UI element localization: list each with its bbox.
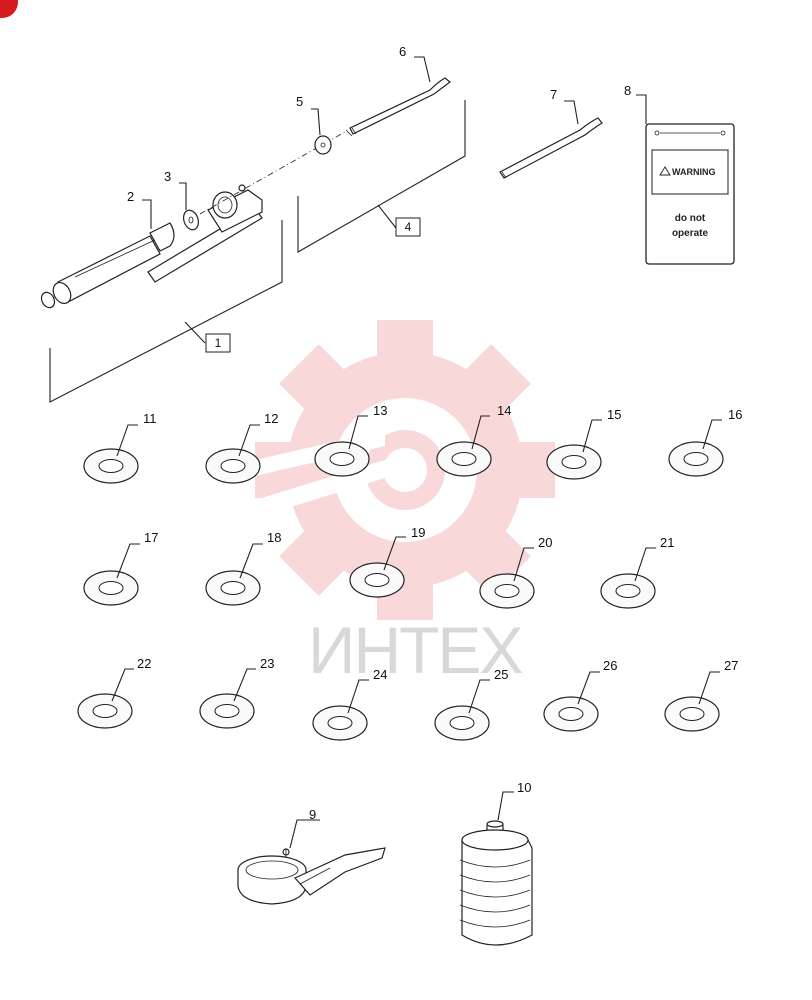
washer-5-part (314, 135, 332, 155)
watermark-text: ИНТЕХ (308, 613, 522, 687)
washer-26-part (543, 696, 599, 732)
bracket-part (147, 184, 263, 283)
assembly-4-group: 4 (297, 77, 466, 253)
assembly-1-group: 1 (40, 131, 346, 403)
corner-badge-icon (0, 0, 18, 18)
callout-10: 10 (517, 780, 531, 795)
warning-triangle-icon (659, 166, 671, 176)
washer-grid (77, 441, 724, 741)
washer-23-part (199, 693, 255, 729)
callout-6: 6 (399, 44, 406, 59)
callout-2: 2 (127, 189, 134, 204)
washer-21-part (600, 573, 656, 609)
callout-11: 11 (143, 411, 157, 426)
washer-3-part (182, 209, 200, 231)
callout-18: 18 (267, 530, 281, 545)
callout-9: 9 (309, 807, 316, 822)
callout-25: 25 (494, 667, 508, 682)
canister-part (459, 820, 533, 946)
callout-7: 7 (550, 87, 557, 102)
callout-14: 14 (497, 403, 511, 418)
callout-13: 13 (373, 403, 387, 418)
cylinder-part (40, 222, 175, 309)
callout-3: 3 (164, 169, 171, 184)
washer-18-part (205, 570, 261, 606)
callout-21: 21 (660, 535, 674, 550)
rod-7-part (499, 117, 603, 179)
callout-22: 22 (137, 656, 151, 671)
assembly-1-label: 1 (215, 336, 222, 350)
washer-19-part (349, 562, 405, 598)
rod-6-part (345, 77, 451, 137)
washer-14-part (436, 441, 492, 477)
assembly-1-box (205, 333, 231, 353)
washer-20-part (479, 573, 535, 609)
washer-24-part (312, 705, 368, 741)
callout-23: 23 (260, 656, 274, 671)
warning-line2: operate (672, 228, 709, 239)
assembly-4-box (395, 217, 421, 237)
leader-lines (111, 56, 722, 849)
ring-compressor-part (237, 847, 386, 905)
watermark-logo (255, 320, 555, 620)
warning-sign-part: WARNING do not operate (645, 123, 735, 265)
washer-13-part (314, 441, 370, 477)
callout-labels: 2 3 5 6 7 8 9 10 11 12 13 14 15 16 17 18… (127, 44, 742, 822)
washer-12-part (205, 448, 261, 484)
callout-17: 17 (144, 530, 158, 545)
callout-8: 8 (624, 83, 631, 98)
washer-25-part (434, 705, 490, 741)
washer-11-part (83, 448, 139, 484)
washer-16-part (668, 441, 724, 477)
assembly-4-label: 4 (405, 220, 412, 234)
callout-24: 24 (373, 667, 387, 682)
washer-27-part (664, 696, 720, 732)
callout-5: 5 (296, 94, 303, 109)
warning-line1: do not (675, 213, 706, 224)
washer-17-part (83, 570, 139, 606)
washer-22-part (77, 693, 133, 729)
callout-12: 12 (264, 411, 278, 426)
callout-26: 26 (603, 658, 617, 673)
washer-15-part (546, 444, 602, 480)
callout-27: 27 (724, 658, 738, 673)
callout-19: 19 (411, 525, 425, 540)
callout-15: 15 (607, 407, 621, 422)
callout-16: 16 (728, 407, 742, 422)
warning-header: WARNING (672, 167, 716, 177)
callout-20: 20 (538, 535, 552, 550)
